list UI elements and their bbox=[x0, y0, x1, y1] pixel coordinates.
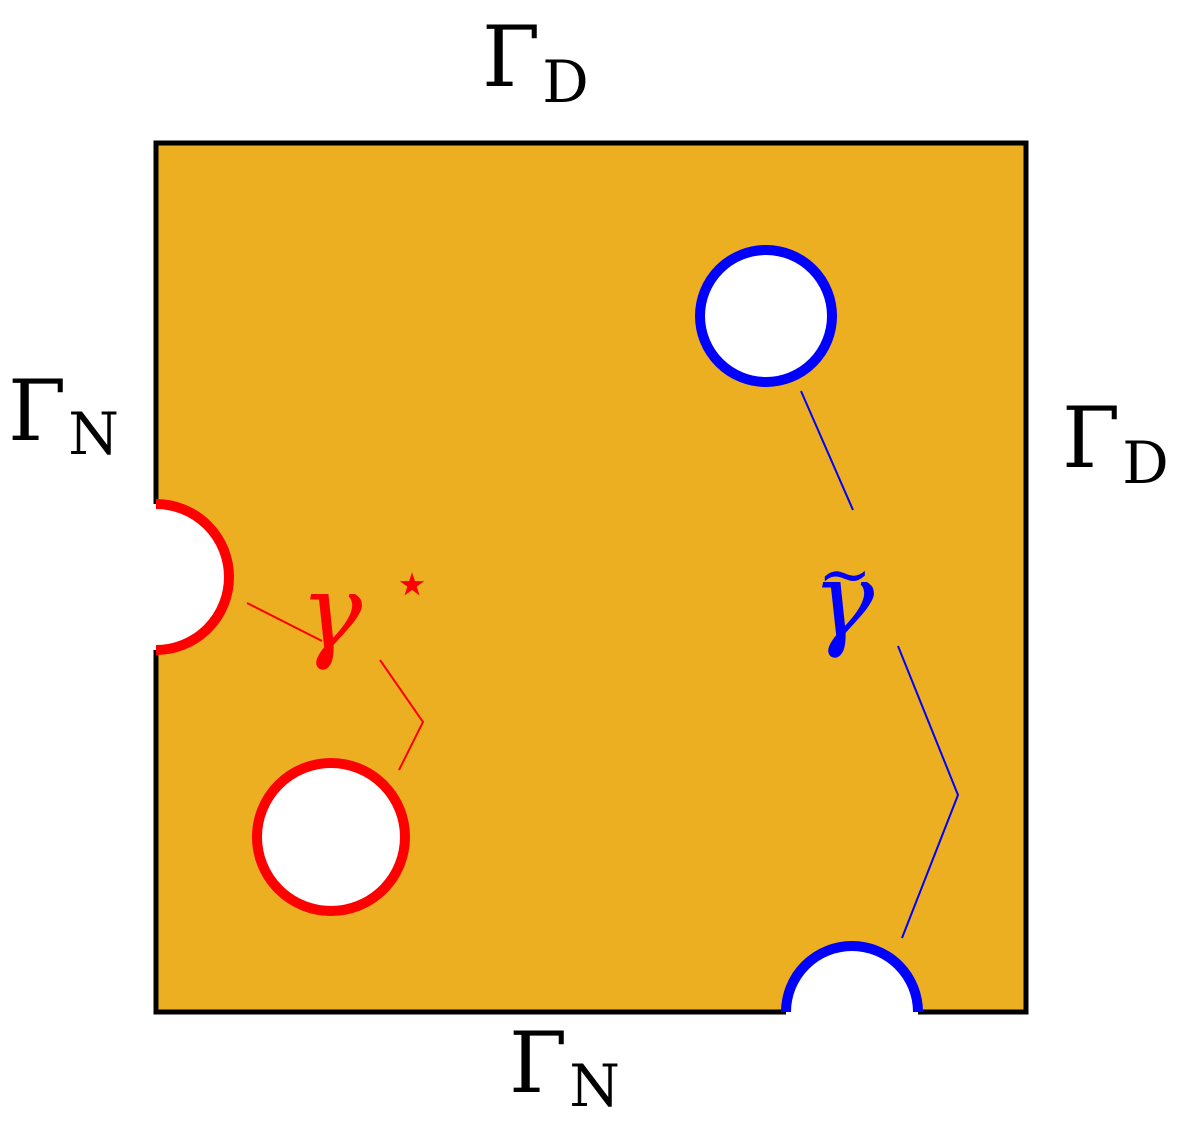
red-leader-line-hole bbox=[379, 659, 425, 771]
label-top-sub: D bbox=[542, 48, 589, 116]
red-hole bbox=[252, 758, 410, 916]
label-left-neumann: ΓN bbox=[8, 362, 119, 468]
label-gamma-tilde: γ bbox=[812, 539, 875, 661]
label-gamma-star: γ bbox=[300, 551, 363, 673]
label-bottom-sub: N bbox=[569, 1052, 620, 1120]
label-left-sub: N bbox=[68, 400, 119, 468]
label-right-dirichlet: ΓD bbox=[1062, 389, 1169, 497]
red-notch-arc bbox=[155, 499, 234, 655]
label-gamma-tilde-accent: ~ bbox=[818, 538, 872, 612]
label-top-main: Γ bbox=[482, 8, 540, 106]
red-leader-line-notch bbox=[246, 602, 323, 642]
label-gamma-star-main: γ bbox=[300, 551, 363, 673]
label-left-main: Γ bbox=[8, 362, 66, 460]
label-gamma-star-sup: ⋆ bbox=[392, 547, 432, 621]
label-gamma-tilde-main: γ bbox=[812, 539, 875, 661]
blue-leader-line-hole bbox=[800, 390, 854, 511]
label-bottom-main: Γ bbox=[509, 1014, 567, 1112]
dirichlet-boundary-top-right bbox=[153, 140, 1029, 1015]
label-right-main: Γ bbox=[1062, 389, 1120, 487]
blue-leader-line-notch bbox=[897, 645, 960, 939]
blue-hole bbox=[695, 245, 837, 387]
blue-notch-arc bbox=[781, 941, 923, 1013]
label-right-sub: D bbox=[1122, 429, 1169, 497]
neumann-boundary-bottom-left bbox=[153, 650, 786, 1015]
label-bottom-neumann: ΓN bbox=[509, 1014, 620, 1120]
label-top-dirichlet: ΓD bbox=[482, 8, 589, 116]
